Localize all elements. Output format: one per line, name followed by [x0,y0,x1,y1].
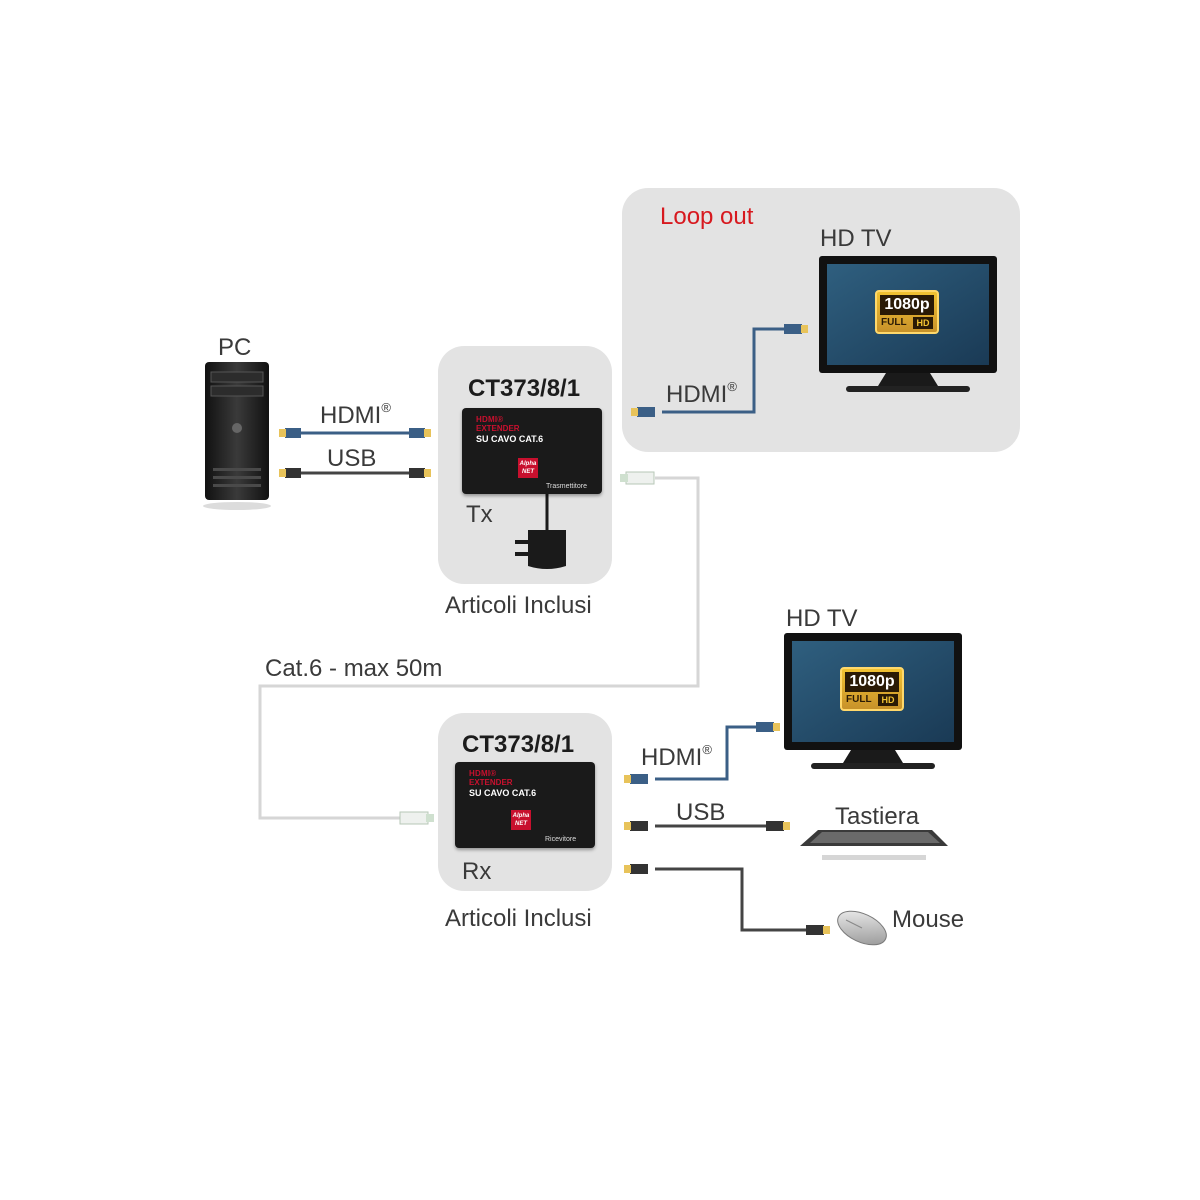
keyboard-icon [800,830,948,860]
label-tastiera: Tastiera [835,803,920,830]
full-hd-badge: 1080p FULL HD [875,290,939,334]
label-tx: Tx [466,501,493,528]
registered-mark: ® [702,742,712,757]
usb-cable-rx-mouse [624,864,830,935]
device-subtitle: SU CAVO CAT.6 [469,788,537,798]
device-role: Trasmettitore [546,483,587,490]
alpha-net-logo: Alpha NET [518,458,538,478]
label-hd-tv-bottom: HD TV [786,605,858,632]
alpha-net-logo: Alpha NET [511,810,531,830]
badge-full: FULL [846,694,872,705]
usb-cable-pc-tx [279,468,431,478]
label-pc: PC [218,334,252,361]
label-model-rx: CT373/8/1 [462,731,575,758]
label-hdmi-rx: HDMI® [641,742,712,771]
badge-resolution: 1080p [845,672,899,692]
device-title-line2: EXTENDER [469,778,513,787]
hdmi-cable-pc-tx [279,428,431,438]
hdmi-cable-rx-tv [624,722,780,784]
pc-tower-icon [203,362,271,510]
device-title: HDMI® [469,769,497,778]
label-rx: Rx [462,858,492,885]
power-adapter-icon [515,494,566,569]
hdmi-text: HDMI [320,402,382,429]
hdmi-text: HDMI [666,381,728,408]
label-mouse: Mouse [892,906,965,933]
ethernet-cable [258,471,700,825]
device-title-line2: EXTENDER [476,424,520,433]
device-title: HDMI® [476,415,504,424]
label-usb-pc: USB [327,445,377,472]
hdmi-text: HDMI [641,744,703,771]
badge-hd: HD [913,317,933,329]
label-hdmi-loop: HDMI® [666,379,737,408]
label-loop-out: Loop out [660,203,754,230]
rj45-connector-icon [620,471,655,485]
rj45-connector-icon [399,811,434,825]
badge-full: FULL [881,317,907,328]
tx-device: HDMI® EXTENDER SU CAVO CAT.6 Alpha NET T… [462,408,602,494]
label-hd-tv-top: HD TV [820,225,892,252]
badge-hd: HD [878,694,898,706]
usb-cable-rx-keyboard [624,821,790,831]
label-articoli-inclusi-tx: Articoli Inclusi [445,592,592,619]
device-subtitle: SU CAVO CAT.6 [476,434,544,444]
label-hdmi-pc: HDMI® [320,400,391,429]
badge-resolution: 1080p [880,295,934,315]
mouse-icon [837,910,887,946]
registered-mark: ® [381,400,391,415]
label-usb-rx: USB [676,799,726,826]
registered-mark: ® [727,379,737,394]
label-articoli-inclusi-rx: Articoli Inclusi [445,905,592,932]
rx-device: HDMI® EXTENDER SU CAVO CAT.6 Alpha NET R… [455,762,595,848]
device-role: Ricevitore [545,836,577,843]
label-cable: Cat.6 - max 50m [265,655,443,682]
full-hd-badge: 1080p FULL HD [840,667,904,711]
hdmi-cable-loop-out [631,324,808,417]
label-model-tx: CT373/8/1 [468,375,581,402]
